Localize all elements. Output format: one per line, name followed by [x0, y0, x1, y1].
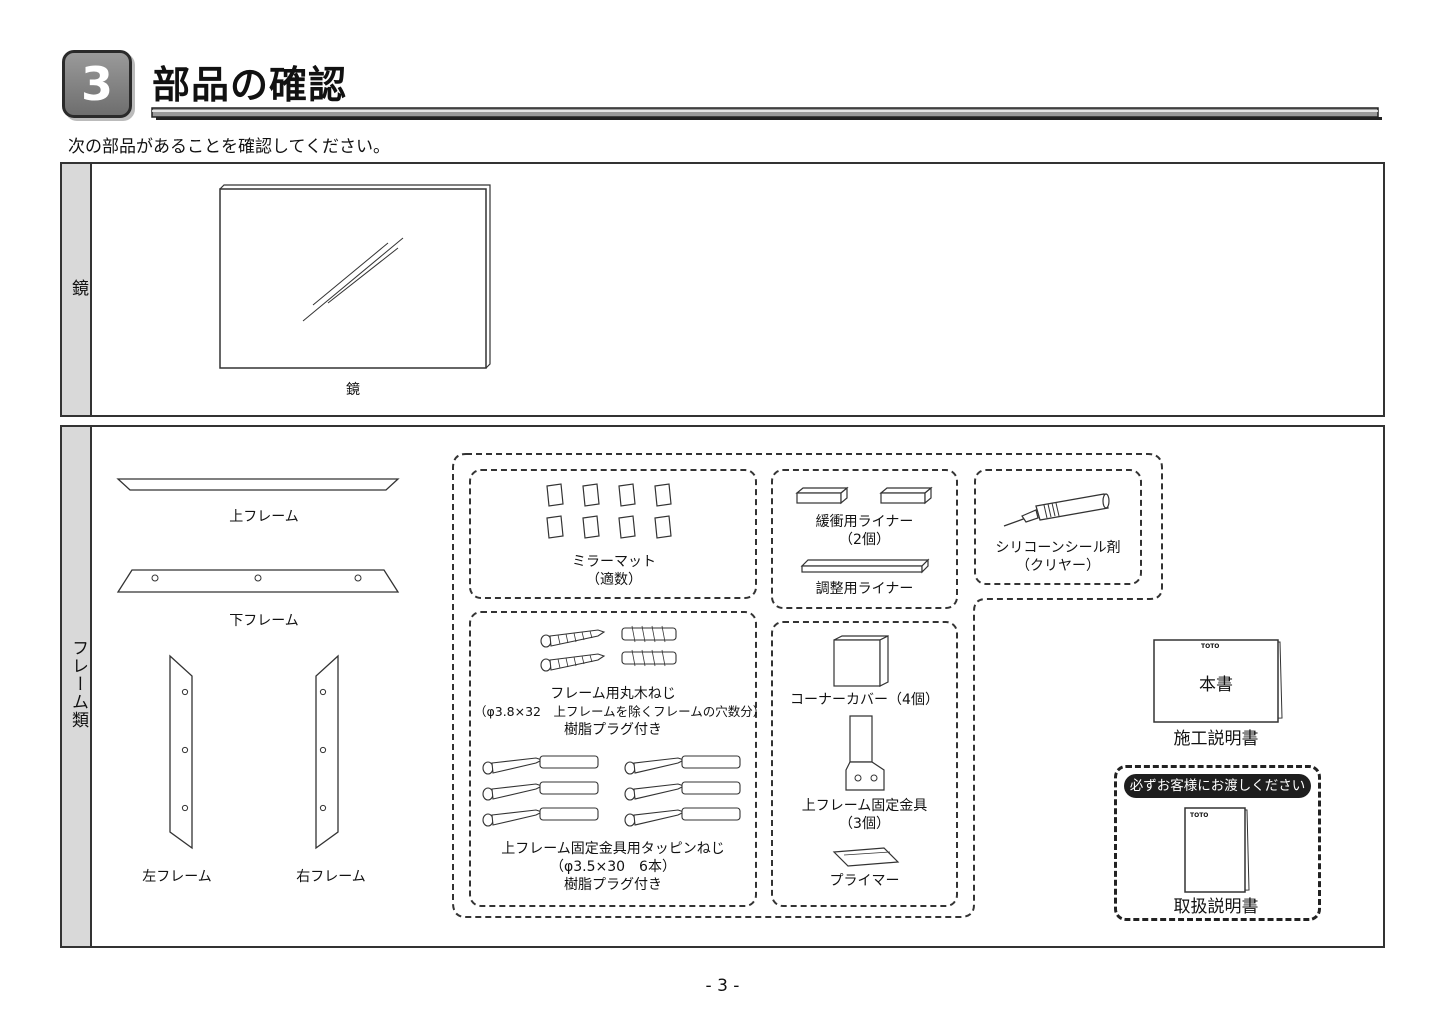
mirror-label: 鏡 — [346, 382, 360, 398]
wood-screw-plug: 樹脂プラグ付き — [564, 722, 662, 738]
install-manual-brand: TOTO — [1201, 643, 1220, 650]
section-number-badge: 3 — [62, 50, 132, 118]
fixing-bracket-illustration — [845, 715, 885, 791]
adjust-liner-label: 調整用ライナー — [815, 581, 914, 597]
tapping-screw-illustration — [482, 755, 741, 827]
mirror-side-header: 鏡 — [62, 164, 92, 415]
wood-screw-label: フレーム用丸木ねじ — [550, 686, 676, 702]
silicone-tube-illustration — [1003, 493, 1110, 527]
right-frame-label: 右フレーム — [296, 869, 366, 885]
frame-side-label: フレーム類 — [68, 639, 88, 729]
mirror-panel: 鏡 — [60, 162, 1385, 417]
user-manual-brand: TOTO — [1190, 812, 1209, 819]
mirror-mat-box — [469, 469, 757, 599]
buffer-liner-illustration — [795, 486, 933, 505]
title-underline — [151, 107, 1382, 120]
buffer-liner-qty: （2個） — [839, 532, 890, 548]
section-title: 部品の確認 — [152, 63, 348, 107]
frame-panel: フレーム類 — [60, 425, 1385, 948]
bottom-frame-illustration — [116, 569, 400, 593]
frame-side-header: フレーム類 — [62, 427, 92, 946]
top-frame-label: 上フレーム — [229, 509, 299, 525]
fittings-box — [771, 621, 958, 907]
wood-screw-illustration — [540, 625, 677, 672]
mirror-mat-illustration — [546, 483, 672, 539]
mirror-illustration — [219, 184, 491, 369]
tapping-screw-spec: （φ3.5×30 6本） — [550, 859, 676, 875]
primer-illustration — [832, 847, 900, 867]
corner-cover-label: コーナーカバー（4個） — [790, 692, 939, 708]
mirror-side-label: 鏡 — [68, 279, 88, 297]
tapping-screw-label: 上フレーム固定金具用タッピンねじ — [501, 841, 725, 857]
handover-box — [1114, 765, 1321, 921]
left-frame-illustration — [169, 654, 193, 850]
fixing-bracket-qty: （3個） — [839, 816, 890, 832]
intro-text: 次の部品があることを確認してください。 — [68, 137, 390, 157]
silicone-label: シリコーンシール剤 — [995, 540, 1121, 556]
fixing-bracket-label: 上フレーム固定金具 — [801, 798, 928, 814]
page-number: - 3 - — [705, 976, 740, 996]
left-frame-label: 左フレーム — [142, 869, 212, 885]
user-manual-label: 取扱説明書 — [1173, 897, 1259, 917]
screws-box — [469, 611, 757, 907]
buffer-liner-label: 緩衝用ライナー — [815, 514, 914, 530]
top-frame-illustration — [116, 478, 400, 491]
parts-group-outline — [452, 453, 1163, 918]
corner-cover-illustration — [833, 635, 889, 687]
silicone-box — [974, 469, 1142, 585]
handover-notice: 必ずお客様にお渡しください — [1124, 774, 1311, 798]
install-manual-label: 施工説明書 — [1173, 729, 1259, 749]
mirror-mat-qty: （適数） — [586, 572, 642, 588]
tapping-screw-plug: 樹脂プラグ付き — [564, 877, 662, 893]
wood-screw-spec: （φ3.8×32 上フレームを除くフレームの穴数分） — [474, 704, 766, 719]
install-manual-cover-text: 本書 — [1199, 675, 1233, 695]
mirror-mat-label: ミラーマット — [572, 554, 656, 570]
liner-box — [771, 469, 958, 609]
right-frame-illustration — [315, 654, 339, 850]
bottom-frame-label: 下フレーム — [229, 613, 299, 629]
primer-label: プライマー — [829, 873, 900, 889]
install-manual-illustration — [1153, 639, 1283, 723]
adjust-liner-illustration — [800, 558, 930, 574]
user-manual-illustration — [1184, 807, 1250, 893]
silicone-detail: （クリヤー） — [1016, 558, 1100, 574]
